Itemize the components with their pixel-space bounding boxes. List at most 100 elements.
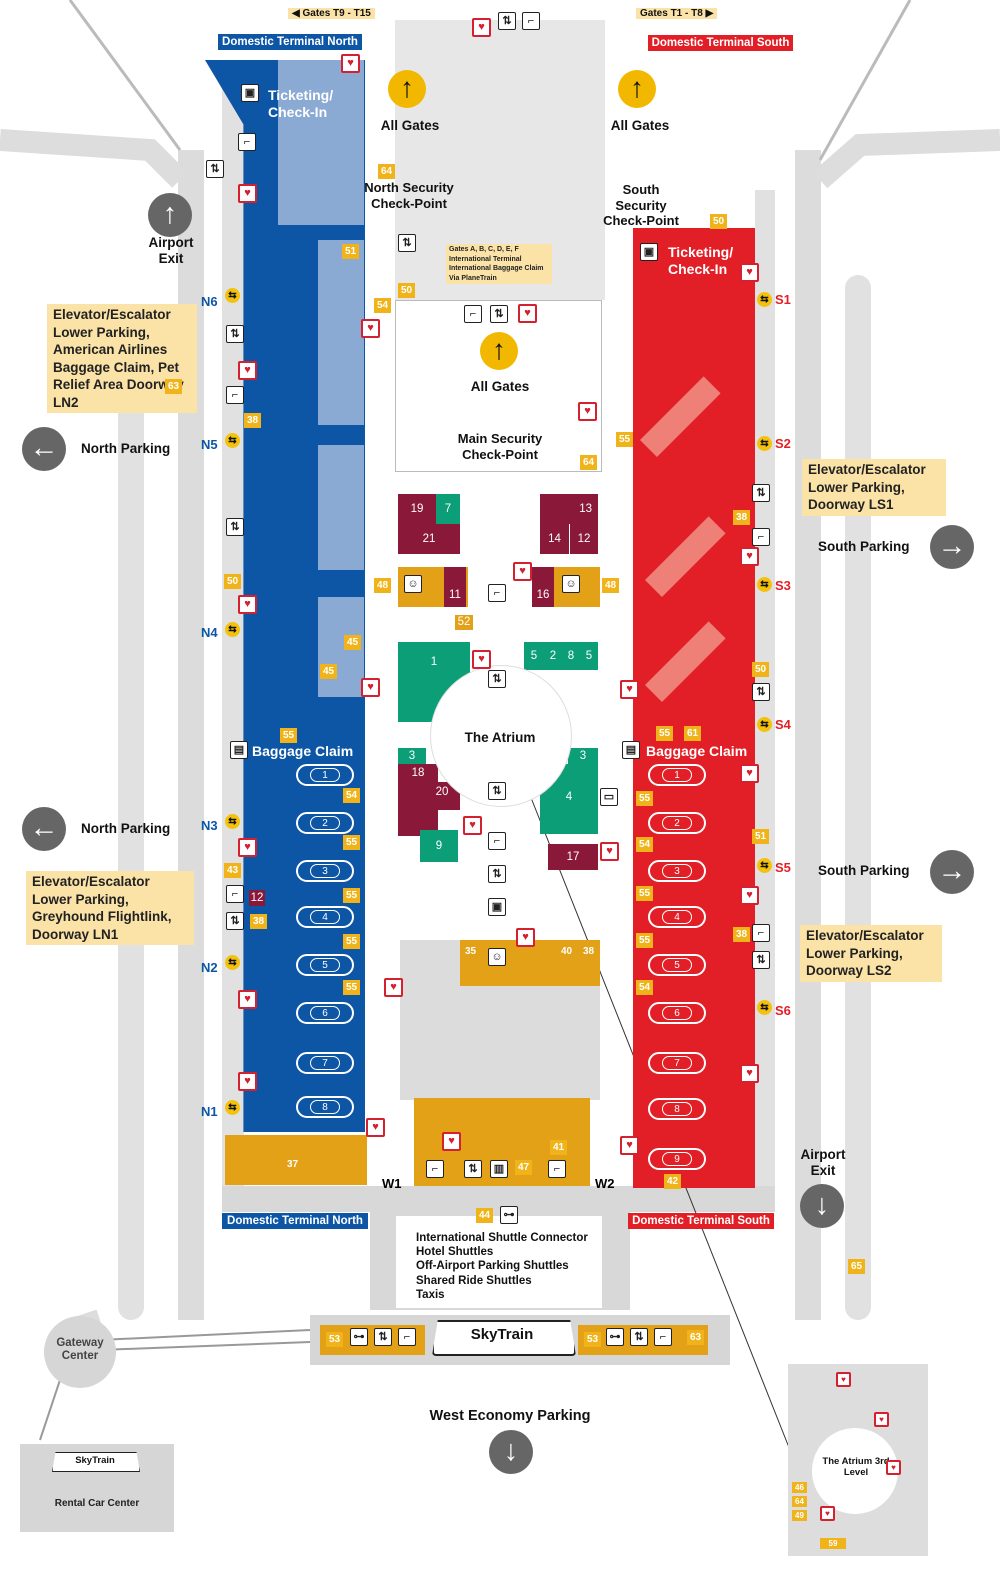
aed-icon[interactable]: ♥: [740, 547, 759, 566]
aed-icon[interactable]: ♥: [740, 764, 759, 783]
tag-45: 45: [320, 664, 338, 679]
door-s4[interactable]: S4: [775, 717, 791, 732]
shop-8[interactable]: 8: [562, 642, 580, 670]
shop-21[interactable]: 21: [398, 524, 460, 554]
elevator-icon: ⇅: [398, 234, 416, 252]
door-n4[interactable]: N4: [201, 625, 218, 640]
shop-19[interactable]: 19: [398, 494, 436, 524]
shop-16[interactable]: 16: [532, 567, 554, 607]
aed-icon[interactable]: ♥: [516, 928, 535, 947]
shop-11[interactable]: 11: [444, 567, 466, 607]
shop-12-north[interactable]: 12: [249, 890, 265, 906]
south-parking-arrow-1[interactable]: →: [930, 525, 974, 569]
door-arrow-icon[interactable]: ⇆: [225, 955, 240, 970]
aed-icon[interactable]: ♥: [518, 304, 537, 323]
tag-50: 50: [398, 283, 416, 298]
aed-icon[interactable]: ♥: [578, 402, 597, 421]
aed-icon[interactable]: ♥: [238, 184, 257, 203]
skytrain-car[interactable]: [432, 1320, 576, 1356]
aed-icon[interactable]: ♥: [600, 842, 619, 861]
shop-7[interactable]: 7: [436, 494, 460, 524]
all-gates-arrow-main[interactable]: ↑: [480, 332, 518, 370]
tag-55: 55: [343, 934, 361, 949]
gates-south-tag[interactable]: Gates T1 - T8 ▶: [636, 8, 718, 19]
south-parking-arrow-2[interactable]: →: [930, 850, 974, 894]
south-parking-2: South Parking: [818, 863, 910, 878]
gates-north-tag[interactable]: ◀ Gates T9 - T15: [288, 8, 375, 19]
aed-icon[interactable]: ♥: [620, 680, 639, 699]
aed-icon[interactable]: ♥: [463, 816, 482, 835]
aed-icon[interactable]: ♥: [361, 319, 380, 338]
door-arrow-icon[interactable]: ⇆: [757, 858, 772, 873]
aed-icon[interactable]: ♥: [238, 838, 257, 857]
all-gates-arrow-south[interactable]: ↑: [618, 70, 656, 108]
door-n5[interactable]: N5: [201, 437, 218, 452]
door-arrow-icon[interactable]: ⇆: [225, 814, 240, 829]
shop-9[interactable]: 9: [420, 830, 458, 862]
aed-icon[interactable]: ♥: [238, 1072, 257, 1091]
shop-2[interactable]: 2: [544, 642, 562, 670]
door-arrow-icon[interactable]: ⇆: [225, 433, 240, 448]
airport-exit-bottom-arrow[interactable]: ↓: [800, 1184, 844, 1228]
aed-icon[interactable]: ♥: [740, 1064, 759, 1083]
door-arrow-icon[interactable]: ⇆: [757, 1000, 772, 1015]
aed-icon[interactable]: ♥: [740, 886, 759, 905]
aed-icon[interactable]: ♥: [472, 650, 491, 669]
door-s3[interactable]: S3: [775, 578, 791, 593]
north-parking-arrow-2[interactable]: ←: [22, 807, 66, 851]
aed-icon[interactable]: ♥: [341, 54, 360, 73]
shop-13[interactable]: 13: [540, 494, 598, 524]
door-s1[interactable]: S1: [775, 292, 791, 307]
aed-icon[interactable]: ♥: [620, 1136, 639, 1155]
north-parking-arrow-1[interactable]: ←: [22, 427, 66, 471]
aed-icon[interactable]: ♥: [238, 990, 257, 1009]
door-s6[interactable]: S6: [775, 1003, 791, 1018]
shop-14[interactable]: 14: [540, 524, 569, 554]
door-w1[interactable]: W1: [382, 1176, 402, 1191]
aed-icon[interactable]: ♥: [740, 263, 759, 282]
west-parking-arrow[interactable]: ↓: [489, 1430, 533, 1474]
elevator-icon: ⇅: [464, 1160, 482, 1178]
aed-icon[interactable]: ♥: [874, 1412, 889, 1427]
shop-5b[interactable]: 5: [580, 642, 598, 670]
door-arrow-icon[interactable]: ⇆: [225, 622, 240, 637]
all-gates-arrow-north[interactable]: ↑: [388, 70, 426, 108]
aed-icon[interactable]: ♥: [361, 678, 380, 697]
aed-icon[interactable]: ♥: [820, 1506, 835, 1521]
shop-5a[interactable]: 5: [524, 642, 544, 670]
door-arrow-icon[interactable]: ⇆: [757, 577, 772, 592]
door-arrow-icon[interactable]: ⇆: [757, 436, 772, 451]
elevator-icon: ⇅: [226, 912, 244, 930]
door-s5[interactable]: S5: [775, 860, 791, 875]
door-n6[interactable]: N6: [201, 294, 218, 309]
aed-icon[interactable]: ♥: [442, 1132, 461, 1151]
aed-icon[interactable]: ♥: [238, 361, 257, 380]
airport-exit-top-arrow[interactable]: ↑: [148, 193, 192, 237]
door-s2[interactable]: S2: [775, 436, 791, 451]
aed-icon[interactable]: ♥: [366, 1118, 385, 1137]
aed-icon[interactable]: ♥: [886, 1460, 901, 1475]
tag-51: 51: [342, 244, 360, 259]
door-arrow-icon[interactable]: ⇆: [225, 1100, 240, 1115]
door-arrow-icon[interactable]: ⇆: [757, 292, 772, 307]
aed-icon[interactable]: ♥: [836, 1372, 851, 1387]
amber-block-35: [460, 940, 600, 986]
door-arrow-icon[interactable]: ⇆: [225, 288, 240, 303]
aed-icon[interactable]: ♥: [513, 562, 532, 581]
gateway-center[interactable]: [44, 1316, 116, 1388]
tag-50: 50: [752, 662, 770, 677]
door-arrow-icon[interactable]: ⇆: [757, 717, 772, 732]
shop-12[interactable]: 12: [570, 524, 598, 554]
door-n3[interactable]: N3: [201, 818, 218, 833]
shop-20[interactable]: 20: [424, 782, 460, 810]
shop-17[interactable]: 17: [548, 844, 598, 870]
shop-52[interactable]: 52: [455, 615, 473, 630]
door-n1[interactable]: N1: [201, 1104, 218, 1119]
shop-3a[interactable]: 3: [398, 748, 426, 764]
door-w2[interactable]: W2: [595, 1176, 615, 1191]
aed-icon[interactable]: ♥: [472, 18, 491, 37]
aed-icon[interactable]: ♥: [238, 595, 257, 614]
aed-icon[interactable]: ♥: [384, 978, 403, 997]
door-n2[interactable]: N2: [201, 960, 218, 975]
shop-3b[interactable]: 3: [568, 748, 598, 764]
